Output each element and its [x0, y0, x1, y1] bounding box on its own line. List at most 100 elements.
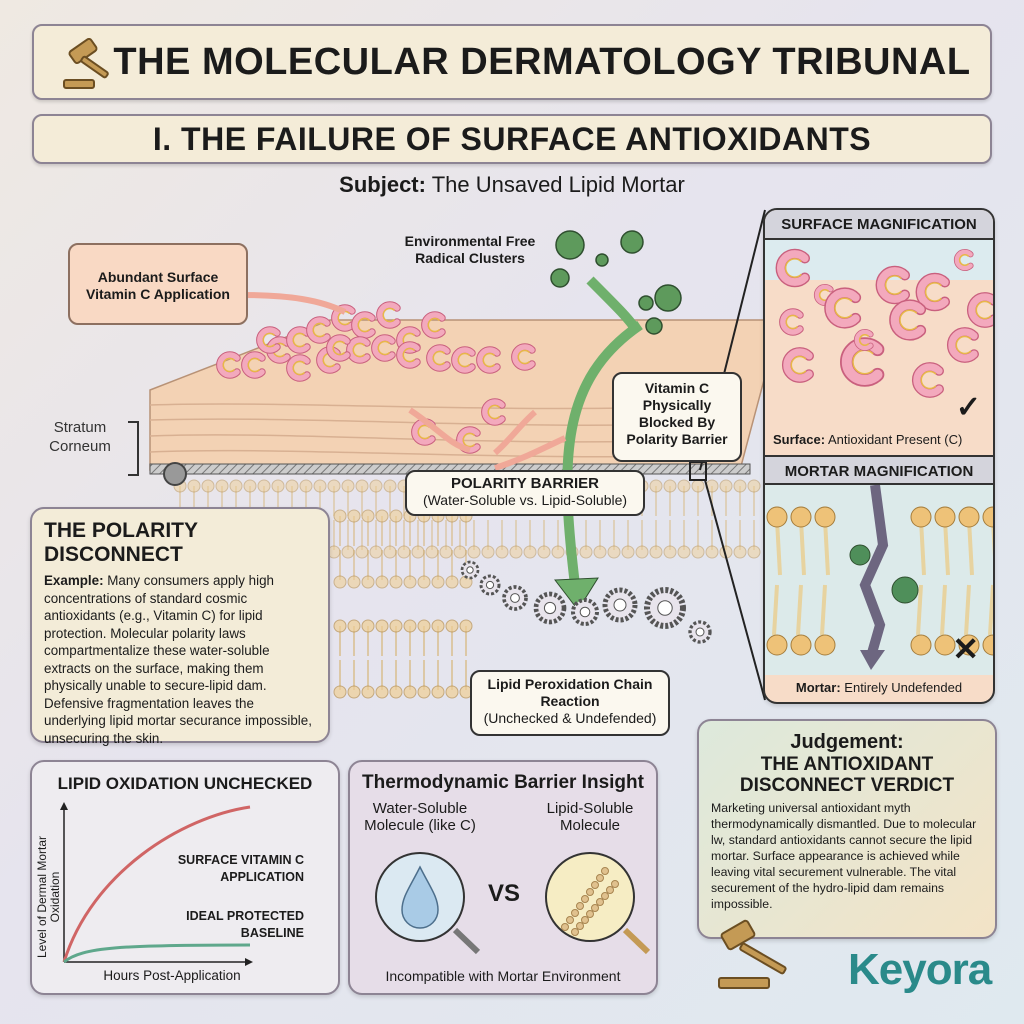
vitamin-c-molecules [216, 301, 536, 454]
series-ideal-baseline-line [63, 943, 251, 964]
lipid-head-icon [257, 479, 271, 493]
lipid-head-icon [445, 619, 459, 633]
vitamin-c-molecule-icon [953, 249, 974, 271]
vitamin-c-molecule-icon [326, 334, 351, 362]
lipid-head-icon [649, 479, 663, 493]
vitamin-c-molecule-icon [456, 426, 481, 454]
lipid-head-icon [369, 479, 383, 493]
lipid-head-icon [747, 479, 761, 493]
free-radical-icon [654, 284, 682, 312]
vitamin-c-molecule-icon [511, 343, 536, 371]
lipid-head-icon [766, 634, 788, 656]
vitamin-c-molecule-icon [421, 311, 446, 339]
lipid-head-icon [445, 685, 459, 699]
surface-panel-title: SURFACE MAGNIFICATION [765, 210, 993, 240]
lipid-head-icon [733, 479, 747, 493]
lipid-head-icon [361, 619, 375, 633]
lipid-head-icon [790, 634, 812, 656]
lipid-head-icon [375, 509, 389, 523]
gavel-icon [63, 37, 109, 89]
lipid-head-icon [243, 479, 257, 493]
main-title: THE MOLECULAR DERMATOLOGY TRIBUNAL [113, 40, 971, 83]
vitamin-c-molecule-icon [779, 308, 804, 336]
vs-label: VS [488, 880, 521, 907]
application-arrow [239, 292, 347, 315]
lipid-head-icon [691, 479, 705, 493]
verdict-card: Judgement: THE ANTIOXIDANT DISCONNECT VE… [697, 719, 997, 939]
legend-surface-vitamin-c: SURFACE VITAMIN C APPLICATION [177, 853, 304, 884]
lipid-head-icon [375, 685, 389, 699]
vitamin-c-molecule-icon [331, 304, 356, 332]
vitamin-c-molecule-icon [889, 299, 927, 341]
lipid-head-icon [347, 509, 361, 523]
lipid-head-icon [333, 685, 347, 699]
lipid-head-icon [495, 545, 509, 559]
section-title: I. THE FAILURE OF SURFACE ANTIOXIDANTS [152, 120, 872, 157]
lipid-head-icon [439, 545, 453, 559]
polarity-title: THE POLARITY DISCONNECT [44, 519, 198, 566]
lipid-head-icon [431, 685, 445, 699]
lipid-head-icon [649, 545, 663, 559]
x-icon: ✕ [952, 631, 979, 667]
vitamin-c-molecule-icon [241, 351, 266, 379]
radical-penetration-arrow [562, 320, 643, 586]
vitamin-c-molecule-icon [915, 272, 951, 312]
vitamin-c-molecule-icon [451, 346, 476, 374]
lipid-head-icon [341, 479, 355, 493]
blocked-callout: Vitamin C Physically Blocked By Polarity… [612, 372, 742, 462]
radicals [550, 230, 682, 335]
section-banner: I. THE FAILURE OF SURFACE ANTIOXIDANTS [32, 114, 992, 164]
lipid-head-icon [537, 545, 551, 559]
radical-penetration-arrow [859, 485, 889, 662]
lipid-head-icon [347, 619, 361, 633]
verdict-kicker: Judgement: [790, 731, 904, 753]
lipid-head-icon [355, 479, 369, 493]
barrier-title: POLARITY BARRIER [450, 475, 600, 492]
free-radical-icon [620, 230, 644, 254]
free-radical-icon [550, 268, 570, 288]
lipid-head-icon [271, 479, 285, 493]
lipid-head-icon [403, 619, 417, 633]
lipid-soluble-label: Lipid-Soluble Molecule [546, 800, 634, 834]
vitamin-c-molecule-icon [376, 301, 401, 329]
gear-icon [163, 462, 187, 486]
lipid-head-icon [299, 479, 313, 493]
chart-title: LIPID OXIDATION UNCHECKED [57, 774, 313, 793]
lipid-head-icon [347, 575, 361, 589]
lipid-head-icon [958, 634, 980, 656]
lipid-head-icon [417, 685, 431, 699]
vitamin-c-molecule-icon [286, 326, 311, 354]
lipid-head-icon [910, 506, 932, 528]
free-radical-icon [555, 230, 585, 260]
lipid-head-icon [790, 506, 812, 528]
lipid-head-icon [593, 545, 607, 559]
lipid-head-icon [691, 545, 705, 559]
lipid-head-icon [383, 479, 397, 493]
lipid-head-icon [361, 685, 375, 699]
check-icon: ✓ [955, 391, 981, 424]
lipid-head-icon [481, 545, 495, 559]
lipid-head-icon [607, 545, 621, 559]
lipid-head-icon [403, 685, 417, 699]
barrier-sub: (Water-Soluble vs. Lipid-Soluble) [422, 492, 628, 508]
lipid-head-icon [467, 545, 481, 559]
lipid-head-icon [327, 479, 341, 493]
lipid-head-icon [361, 575, 375, 589]
lipid-head-icon [814, 506, 836, 528]
lipid-head-icon [361, 509, 375, 523]
vitamin-c-molecule-icon [346, 336, 371, 364]
thermo-title: Thermodynamic Barrier Insight [362, 772, 644, 793]
lipid-head-icon [375, 619, 389, 633]
deflect-arrow [493, 409, 537, 456]
lipid-head-icon [341, 545, 355, 559]
lipid-head-icon [677, 479, 691, 493]
subject-line: Subject: The Unsaved Lipid Mortar [0, 172, 1024, 198]
lipid-head-icon [719, 479, 733, 493]
magnify-line [704, 479, 766, 701]
lipid-head-icon [982, 506, 993, 528]
stratum-label: Stratum Corneum [49, 419, 111, 455]
lipid-head-icon [663, 479, 677, 493]
lipid-head-icon [814, 634, 836, 656]
vitamin-c-molecule-icon [216, 351, 241, 379]
lipid-head-icon [663, 545, 677, 559]
